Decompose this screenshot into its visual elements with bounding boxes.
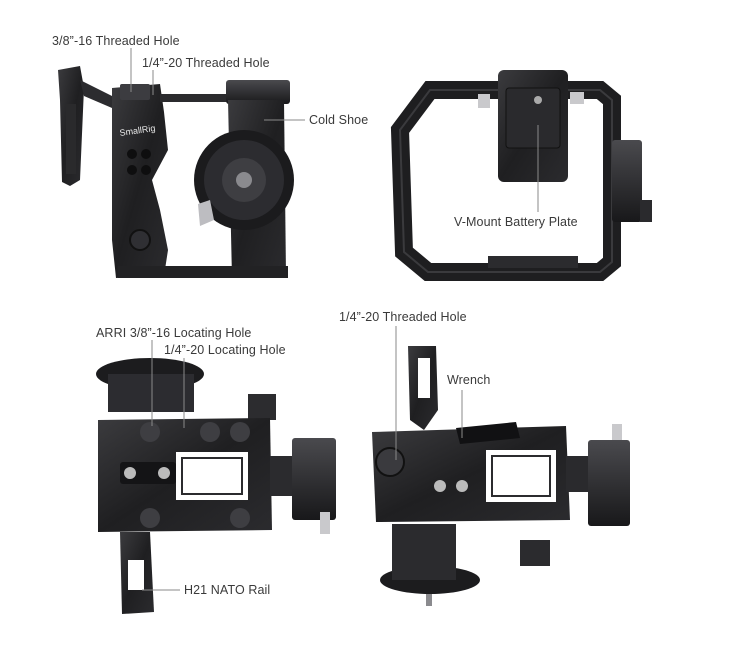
cage-side-view: SmallRig — [58, 66, 294, 278]
label-locating-1-4: 1/4”-20 Locating Hole — [164, 343, 286, 357]
cage-top-view — [390, 70, 652, 281]
callout-lines — [130, 48, 539, 591]
label-threaded-3-8: 3/8”-16 Threaded Hole — [52, 34, 180, 48]
label-v-mount: V-Mount Battery Plate — [454, 215, 578, 229]
label-threaded-1-4-bottom: 1/4”-20 Threaded Hole — [339, 310, 467, 324]
label-threaded-1-4-top: 1/4”-20 Threaded Hole — [142, 56, 270, 70]
cage-bottom-view-left — [96, 358, 336, 614]
smallrig-logo: SmallRig — [119, 123, 156, 138]
label-arri-locating: ARRI 3/8”-16 Locating Hole — [96, 326, 252, 340]
label-cold-shoe: Cold Shoe — [309, 113, 369, 127]
cage-bottom-view-right — [372, 346, 630, 606]
label-wrench: Wrench — [447, 373, 491, 387]
label-nato-rail: H21 NATO Rail — [184, 583, 271, 597]
